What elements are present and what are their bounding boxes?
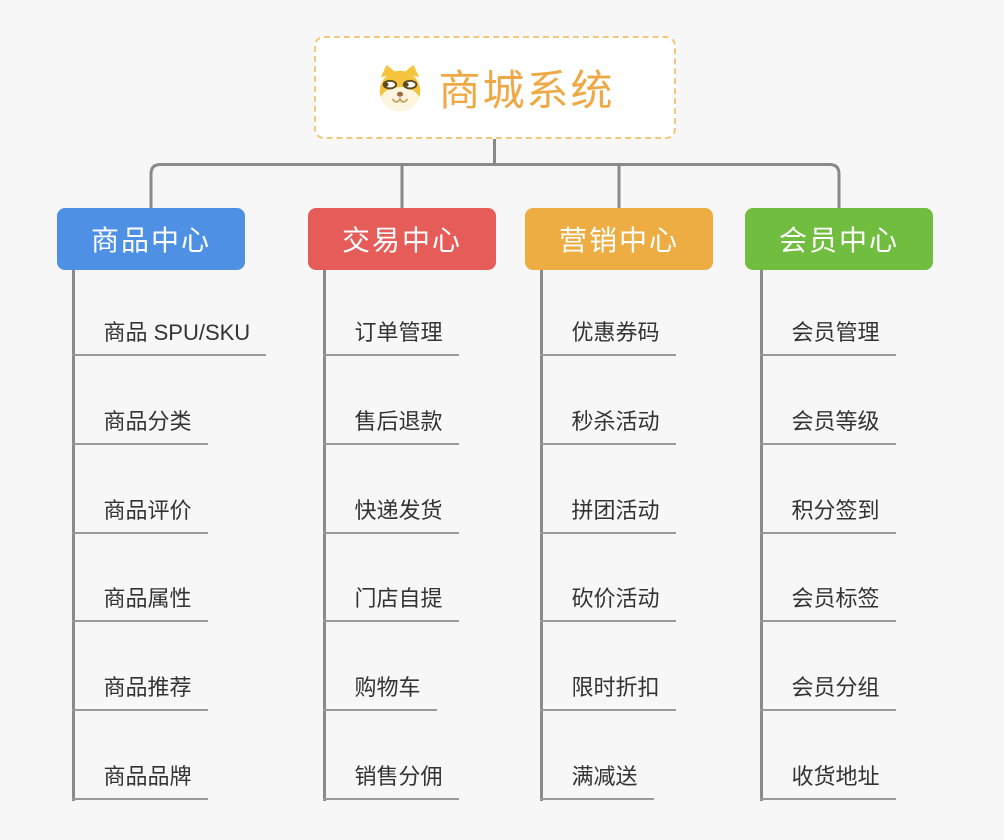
topic-node[interactable]: 会员管理 [759,319,896,356]
topic-node[interactable]: 商品推荐 [71,674,208,711]
topic-node[interactable]: 会员标签 [759,585,896,622]
branch-node-trade-center[interactable]: 交易中心 [308,208,496,270]
topic-node[interactable]: 销售分佣 [322,763,459,800]
topic-node[interactable]: 会员分组 [759,674,896,711]
topic-node[interactable]: 会员等级 [759,408,896,445]
topic-node[interactable]: 商品 SPU/SKU [71,319,267,356]
topic-node[interactable]: 收货地址 [759,763,896,800]
topic-node[interactable]: 满减送 [539,763,654,800]
topic-node[interactable]: 快递发货 [322,497,459,534]
topic-node[interactable]: 售后退款 [322,408,459,445]
topic-node[interactable]: 门店自提 [322,585,459,622]
topic-node[interactable]: 优惠券码 [539,319,676,356]
topic-node[interactable]: 积分签到 [759,497,896,534]
topic-node[interactable]: 商品分类 [71,408,208,445]
topic-node[interactable]: 砍价活动 [539,585,676,622]
root-title: 商城系统 [438,67,615,114]
topic-node[interactable]: 拼团活动 [539,497,676,534]
topic-node[interactable]: 商品品牌 [71,763,208,800]
topic-node[interactable]: 购物车 [322,674,437,711]
topic-node[interactable]: 商品评价 [71,497,208,534]
branch-node-member-center[interactable]: 会员中心 [745,208,933,270]
topic-node[interactable]: 秒杀活动 [539,408,676,445]
branch-node-product-center[interactable]: 商品中心 [57,208,245,270]
doge-icon [375,63,425,113]
topic-node[interactable]: 限时折扣 [539,674,676,711]
root-node[interactable]: 商城系统 [314,36,676,139]
branch-node-marketing-center[interactable]: 营销中心 [525,208,713,270]
topic-node[interactable]: 商品属性 [71,585,208,622]
topic-node[interactable]: 订单管理 [322,319,459,356]
